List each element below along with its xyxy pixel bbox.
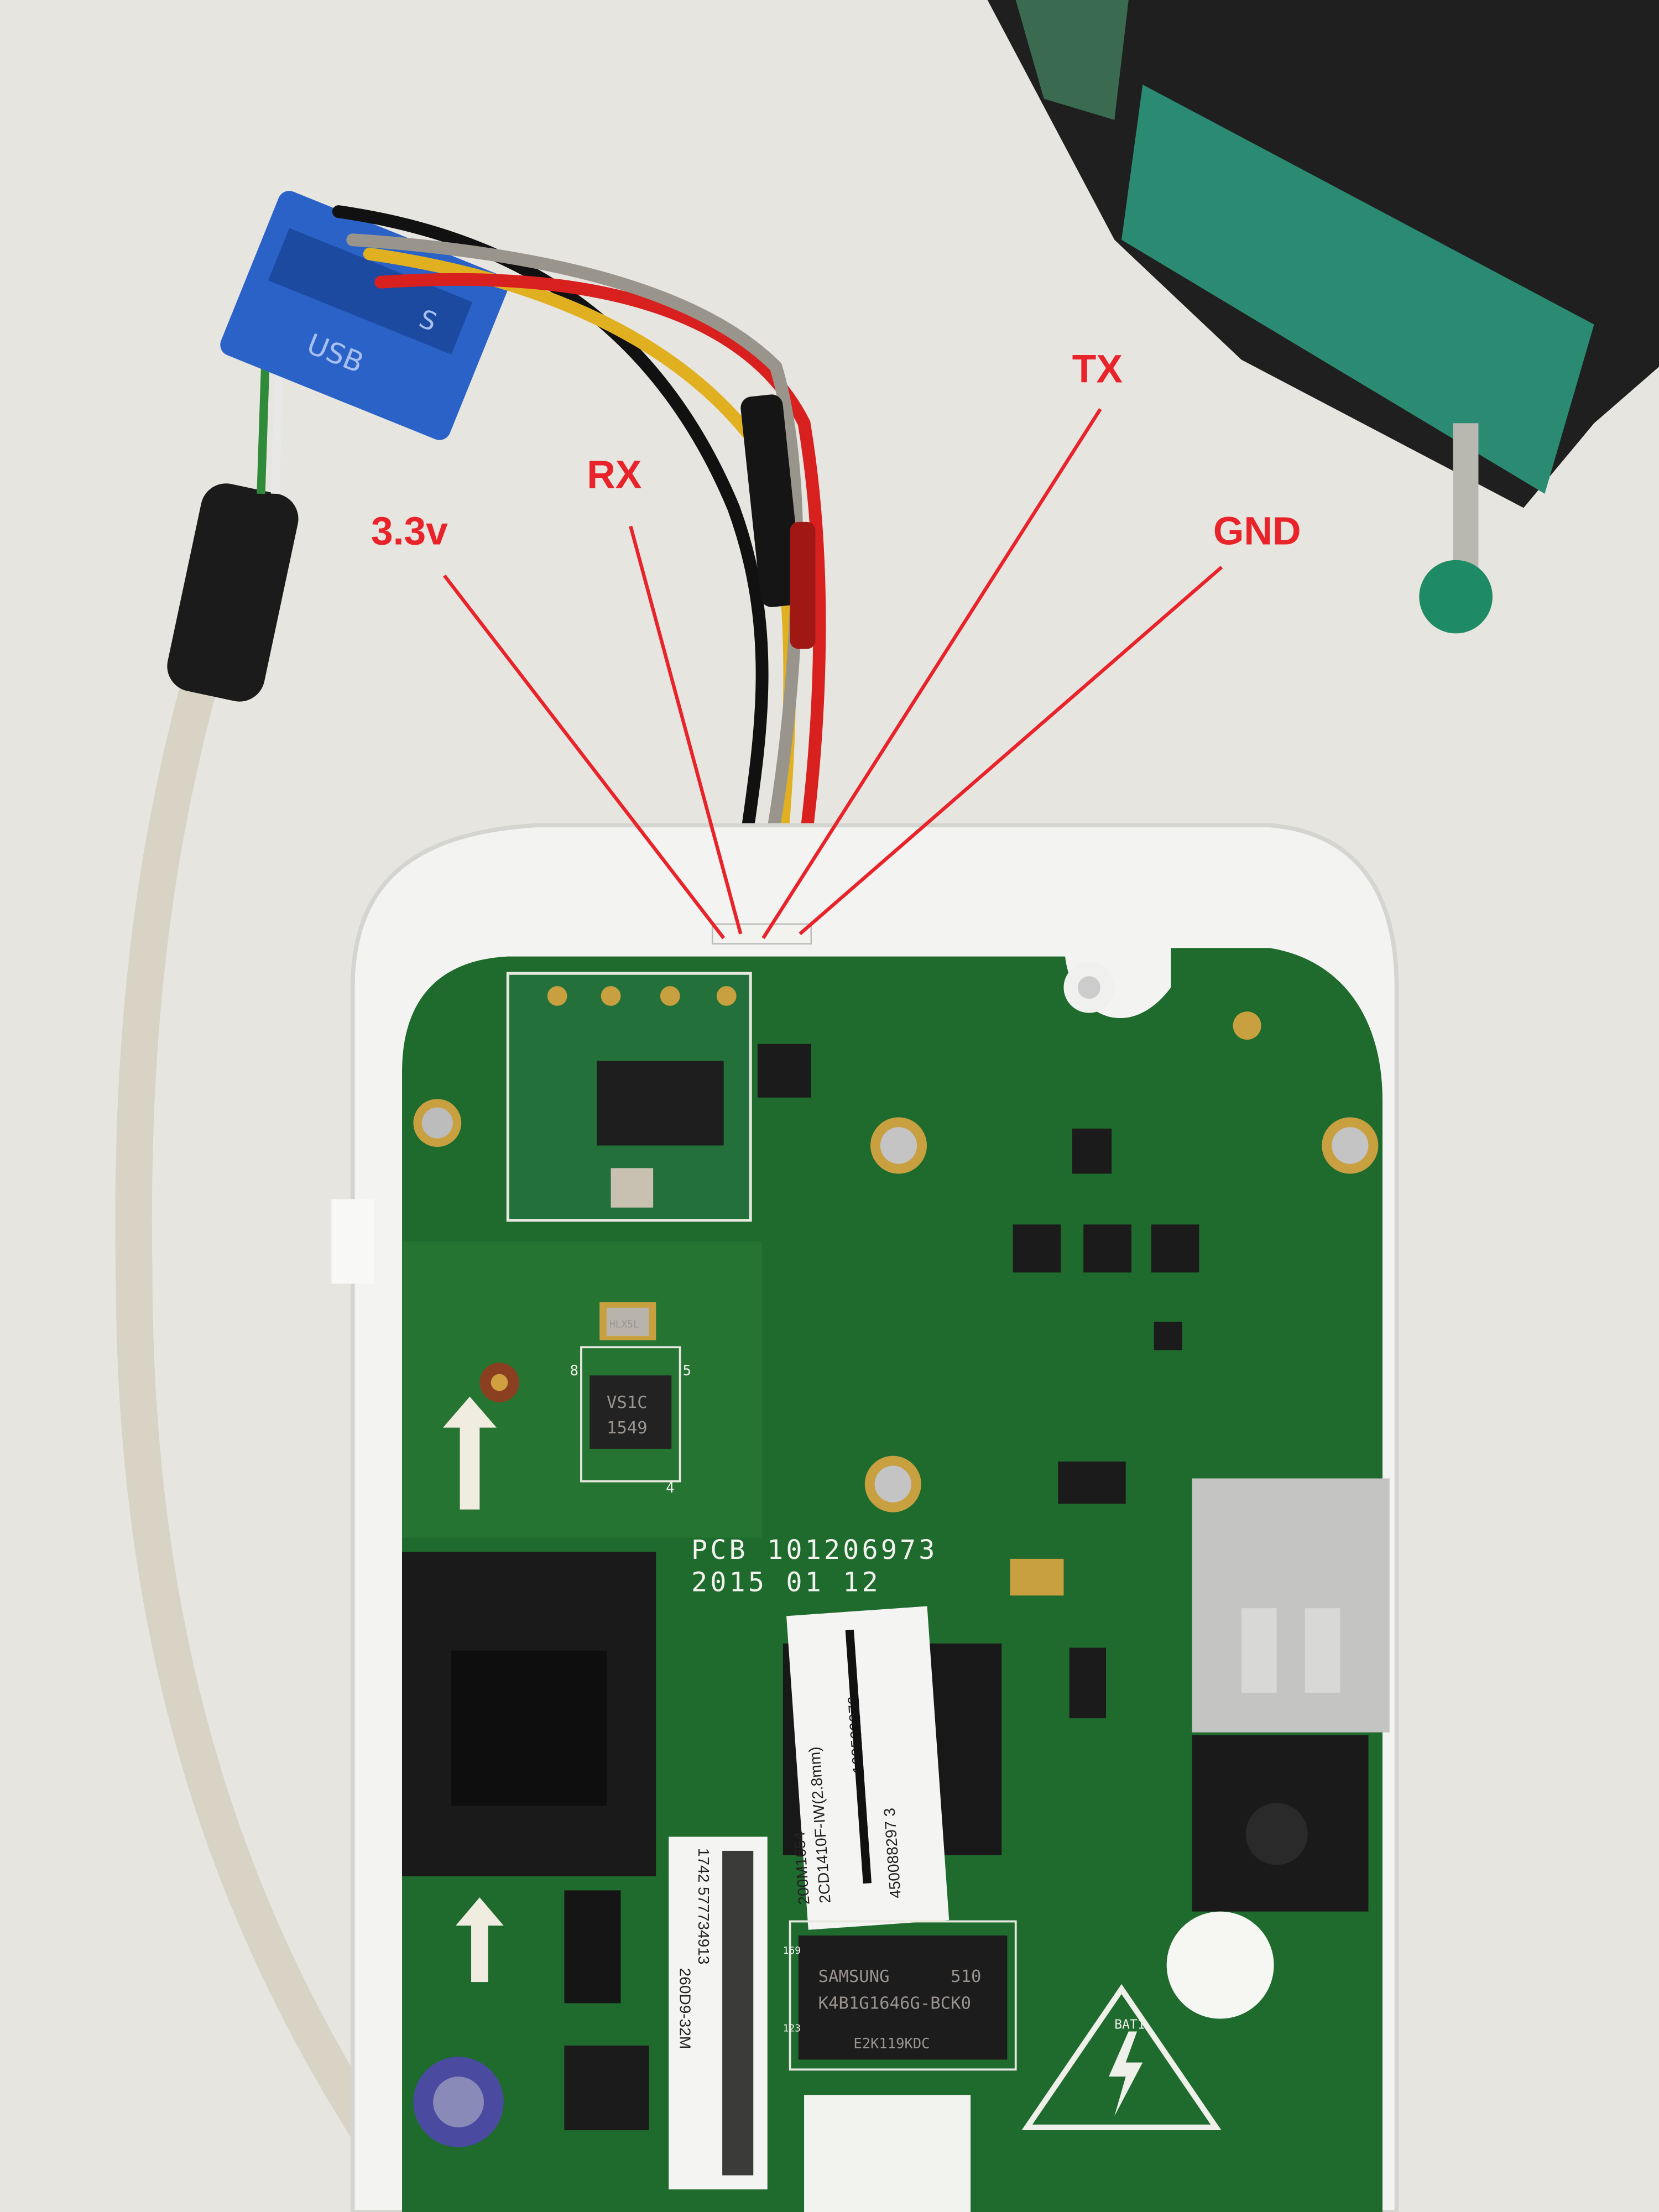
line-rx: [629, 525, 743, 935]
pcb-date: 2015 01 12: [691, 1567, 881, 1598]
pin-number: 5: [683, 1363, 691, 1379]
ram-pin-label: 169: [783, 1945, 801, 1957]
ram-brand: SAMSUNG 510: [818, 1967, 982, 1986]
pin-number: 4: [666, 1480, 674, 1496]
ic-marking-line1: VS1C: [607, 1393, 648, 1412]
white-wire: [270, 367, 284, 494]
reset-button: [564, 1890, 621, 2004]
soic-chip: HLX5L VS1C 1549 8 5 4: [570, 1302, 691, 1496]
enclosure-clip: [331, 1199, 374, 1284]
label-gnd: GND: [1213, 509, 1301, 554]
serial-code: 260D9-32M: [677, 1968, 694, 2049]
annotation-lines: [443, 408, 1223, 940]
screws: [413, 1011, 1379, 1512]
samsung-ram-chip: SAMSUNG 510 K4B1G1646G-BCK0 E2K119KDC 16…: [783, 1920, 1017, 2071]
wifi-module: [506, 972, 752, 1222]
mounting-hole: [1077, 976, 1100, 999]
label-3v3: 3.3v: [371, 509, 448, 554]
smd-components: [564, 1044, 1199, 2131]
pin-number: 8: [570, 1363, 578, 1379]
arrow-up-marking: [443, 1396, 497, 1510]
line-3v3: [443, 574, 726, 940]
label-tx: TX: [1072, 347, 1123, 391]
heat-shrink: [167, 483, 299, 702]
ic-marking-line2: 1549: [607, 1418, 648, 1438]
ram-part-number: K4B1G1646G-BCK0: [818, 1994, 971, 2013]
line-gnd: [799, 566, 1223, 936]
serial-sticker: 1742 577734913 260D9-32M: [669, 1837, 768, 2190]
label-rx: RX: [587, 453, 641, 497]
coin-battery: [1166, 1911, 1274, 2019]
ram-lot: E2K119KDC: [853, 2036, 930, 2052]
green-wire: [257, 367, 270, 494]
dc-jack-hole: [1245, 1803, 1308, 1865]
ram-pin-label: 123: [783, 2022, 801, 2034]
high-voltage-warning-icon: [1021, 1984, 1222, 2131]
model-sticker: 2CD1410F-IW(2.8mm) 450088297 3 200M1654 …: [786, 1606, 950, 1930]
crystal: [1010, 1558, 1064, 1596]
white-connector: [804, 2095, 971, 2212]
terminal-block: [1192, 1478, 1390, 1733]
line-tx: [761, 408, 1102, 940]
capacitor-top: [433, 2077, 484, 2127]
crystal-marking: HLX5L: [609, 1319, 639, 1331]
teal-device: [987, 0, 1659, 634]
arrow-up-marking: [455, 1897, 504, 1983]
uart-header: [711, 923, 812, 945]
pcb-part-number: PCB 101206973: [691, 1535, 938, 1566]
serial-number: 1742 577734913: [695, 1848, 712, 1965]
uart-wires: [332, 205, 826, 945]
rj45-jack: [402, 1552, 656, 2004]
